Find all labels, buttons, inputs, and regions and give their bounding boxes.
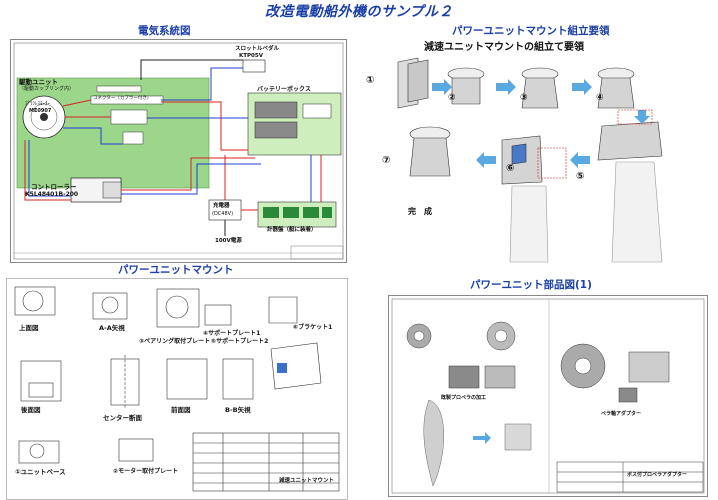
complete-label: 完 成 <box>408 207 432 216</box>
connector-label: コネクター（カプラー付き） <box>93 96 152 101</box>
rear-view-label: 後面図 <box>21 406 41 414</box>
assembly-steps-svg <box>397 57 663 263</box>
step-6-number: ⑥ <box>506 163 515 174</box>
mount-drawing: 上面図 A-A矢視 ③ベアリング取付プレート ④サポートプレート1 ⑤サポートプ… <box>6 278 348 500</box>
front-view-label: 前面図 <box>171 406 191 414</box>
step-2-number: ② <box>448 93 456 103</box>
throttle-model-label: KTP05V <box>239 53 263 59</box>
top-view-label: 上面図 <box>19 324 39 332</box>
controller-label: コントローラー <box>31 183 77 191</box>
page-title: 改造電動船外機のサンプル２ <box>264 4 454 20</box>
step-5-number: ⑤ <box>576 171 585 182</box>
parts-title: パワーユニット部品図(1) <box>470 279 592 291</box>
electrical-wiring-svg <box>13 42 344 260</box>
mount-title: パワーユニットマウント <box>118 264 234 276</box>
assembly-title: パワーユニットマウント組立要領 <box>452 25 610 37</box>
motor-model-label: ﾌﾞﾗｼﾚｽﾓｰﾀｰ <box>25 101 51 107</box>
bracket1-label: ⑥ブラケット1 <box>293 324 333 331</box>
step-7-number: ⑦ <box>382 155 391 166</box>
ac-power-label: 100V電源 <box>215 238 242 244</box>
throttle-label: スロットルペダル <box>235 46 280 52</box>
electrical-title: 電気系統図 <box>138 25 191 37</box>
assembly-subtitle: 減速ユニットマウントの組立て要領 <box>424 42 584 53</box>
support-plate1-label: ④サポートプレート1 <box>203 330 261 337</box>
adapter-label: ペラ軸アダプター <box>601 411 642 417</box>
mount-drawing-title: 減速ユニットマウント <box>279 478 335 484</box>
parts-drawing: 既製プロペラの加工 ペラ軸アダプター ボス付プロペラアダプター <box>388 295 708 497</box>
parts-drawing-title: ボス付プロペラアダプター <box>627 472 688 478</box>
parts-drawing-svg <box>391 298 705 494</box>
power-supply-voltage-label: (DC48V) <box>212 211 234 217</box>
support-plate2-label: ⑤サポートプレート2 <box>211 338 269 345</box>
step-3-number: ③ <box>520 93 528 103</box>
drive-unit-sub-label: （駆動カップリング内） <box>19 86 75 92</box>
center-section-label: センター断面 <box>103 414 142 422</box>
bearing-plate-label: ③ベアリング取付プレート <box>139 338 211 345</box>
motor-plate-label: ②モーター取付プレート <box>113 468 179 475</box>
step-1-number: ① <box>366 75 375 86</box>
prop-label: 既製プロペラの加工 <box>441 395 487 401</box>
motor-id-label: ME0907 <box>29 108 52 114</box>
controller-model-label: K5L48401B-200 <box>25 191 79 198</box>
base-label: ①ユニットベース <box>15 468 66 476</box>
meter-board-label: 計器盤（艇に装着） <box>267 227 317 233</box>
step-4-number: ④ <box>596 93 604 103</box>
aa-view-label: A-A矢視 <box>99 324 125 332</box>
bb-view-label: B-B矢視 <box>225 406 251 414</box>
assembly-diagram: ① ② ③ ④ ⑤ ⑥ ⑦ 完 成 <box>362 52 714 264</box>
electrical-diagram: 駆動ユニット （駆動カップリング内） ﾌﾞﾗｼﾚｽﾓｰﾀｰ ME0907 コネク… <box>10 39 347 263</box>
mount-drawing-svg <box>14 286 340 492</box>
power-supply-label: 充電器 <box>213 203 230 209</box>
battery-box-label: バッテリーボックス <box>257 86 311 93</box>
drive-unit-label: 駆動ユニット <box>19 78 58 86</box>
